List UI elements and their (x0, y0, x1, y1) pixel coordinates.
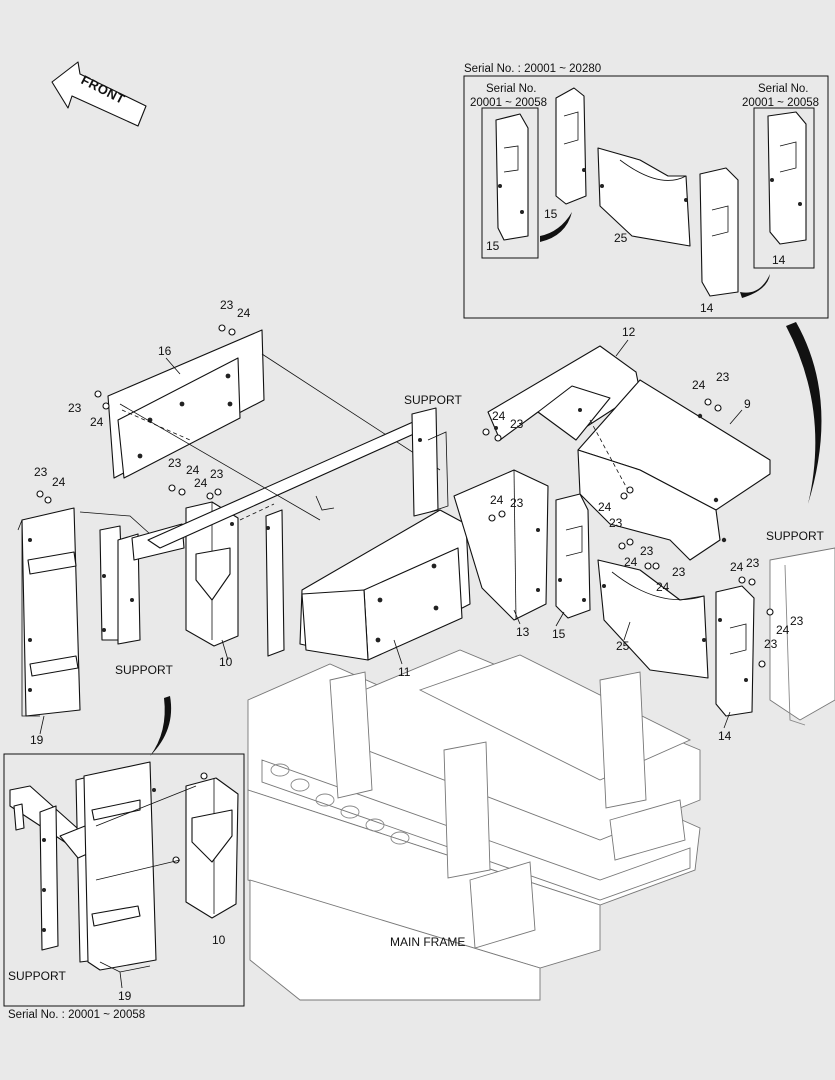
callout-23: 23 (640, 544, 654, 558)
part-19 (17, 507, 81, 717)
callout-24: 24 (656, 580, 670, 594)
callout-14: 14 (718, 729, 732, 743)
callout-23: 23 (510, 496, 524, 510)
callout-24: 24 (194, 476, 208, 490)
swoosh-right (786, 322, 822, 504)
part-25 (597, 559, 709, 679)
inset-part-25 (597, 147, 691, 247)
inset-part-14-small (767, 111, 807, 245)
callout-23: 23 (746, 556, 760, 570)
callout-numbers: 23 24 16 23 24 23 24 23 24 23 24 10 19 1… (30, 298, 804, 747)
callout-23: 23 (220, 298, 234, 312)
support-label-right: SUPPORT (766, 529, 824, 543)
part-13 (453, 469, 549, 621)
support-label-left: SUPPORT (115, 663, 173, 677)
inset-sub-left-frame (481, 107, 539, 259)
inset-top-frame (463, 75, 829, 319)
callout-24: 24 (776, 623, 790, 637)
main-frame-drawing (247, 547, 835, 1001)
callout-23: 23 (716, 370, 730, 384)
part-16 (107, 329, 265, 479)
callout-24: 24 (90, 415, 104, 429)
callout-23: 23 (68, 401, 82, 415)
callout-23: 23 (764, 637, 778, 651)
front-arrow: FRONT (51, 61, 147, 127)
callout-23: 23 (34, 465, 48, 479)
inset-bottom-frame (3, 753, 245, 1007)
callout-9: 9 (744, 397, 751, 411)
callout-11: 11 (398, 665, 411, 679)
inset-part-15-small (495, 113, 529, 241)
part-15 (555, 493, 591, 619)
callout-16: 16 (158, 344, 172, 358)
callout-24: 24 (237, 306, 251, 320)
callout-25: 25 (616, 639, 630, 653)
inset-sub-right-line1: Serial No. (758, 83, 809, 95)
inset-sub-left-line2: 20001 ~ 20058 (470, 97, 547, 109)
swoosh-left (150, 696, 172, 756)
part-9 (577, 379, 771, 561)
inset-top-right: Serial No. : 20001 ~ 20280 Serial No. 20… (463, 63, 829, 319)
inset-part-15 (555, 87, 587, 205)
callout-13: 13 (516, 625, 530, 639)
callout-12: 12 (622, 325, 636, 339)
callout-24: 24 (598, 500, 612, 514)
support-label-inset: SUPPORT (8, 969, 66, 983)
callout-23: 23 (609, 516, 623, 530)
callout-24: 24 (52, 475, 66, 489)
inset-callout-14b: 14 (772, 253, 786, 267)
support-label-top: SUPPORT (404, 393, 462, 407)
callout-24: 24 (692, 378, 706, 392)
inset-bottom-caption: Serial No. : 20001 ~ 20058 (8, 1009, 145, 1021)
callout-23: 23 (510, 417, 524, 431)
callout-23: 23 (790, 614, 804, 628)
callout-24: 24 (624, 555, 638, 569)
callout-23: 23 (168, 456, 182, 470)
inset-callout-25: 25 (614, 231, 628, 245)
part-14 (715, 585, 755, 717)
inset-callout-15b: 15 (544, 207, 558, 221)
callout-23: 23 (672, 565, 686, 579)
inset-sub-right-frame (753, 107, 815, 269)
inset-callout-14a: 14 (700, 301, 714, 315)
support-rail (147, 407, 449, 657)
inset-top-caption: Serial No. : 20001 ~ 20280 (464, 63, 601, 75)
inset-sub-left-line1: Serial No. (486, 83, 537, 95)
part-12 (487, 345, 641, 441)
callout-15: 15 (552, 627, 566, 641)
part-10 (185, 501, 239, 647)
inset-sub-right-line2: 20001 ~ 20058 (742, 97, 819, 109)
callout-24: 24 (490, 493, 504, 507)
inset-part-14 (699, 167, 739, 297)
fastener-bolts (36, 324, 774, 668)
callout-24: 24 (186, 463, 200, 477)
inset-bottom-left: 10 19 (3, 753, 245, 1007)
callout-10: 10 (219, 655, 233, 669)
leader-lines (39, 339, 743, 735)
callout-23: 23 (210, 467, 224, 481)
inset-callout-19: 19 (118, 989, 132, 1003)
part-11 (299, 509, 471, 661)
inset-callout-10: 10 (212, 933, 226, 947)
callout-24: 24 (730, 560, 744, 574)
main-frame-label: MAIN FRAME (390, 935, 465, 949)
inset-callout-15a: 15 (486, 239, 500, 253)
callout-24: 24 (492, 409, 506, 423)
callout-19: 19 (30, 733, 44, 747)
